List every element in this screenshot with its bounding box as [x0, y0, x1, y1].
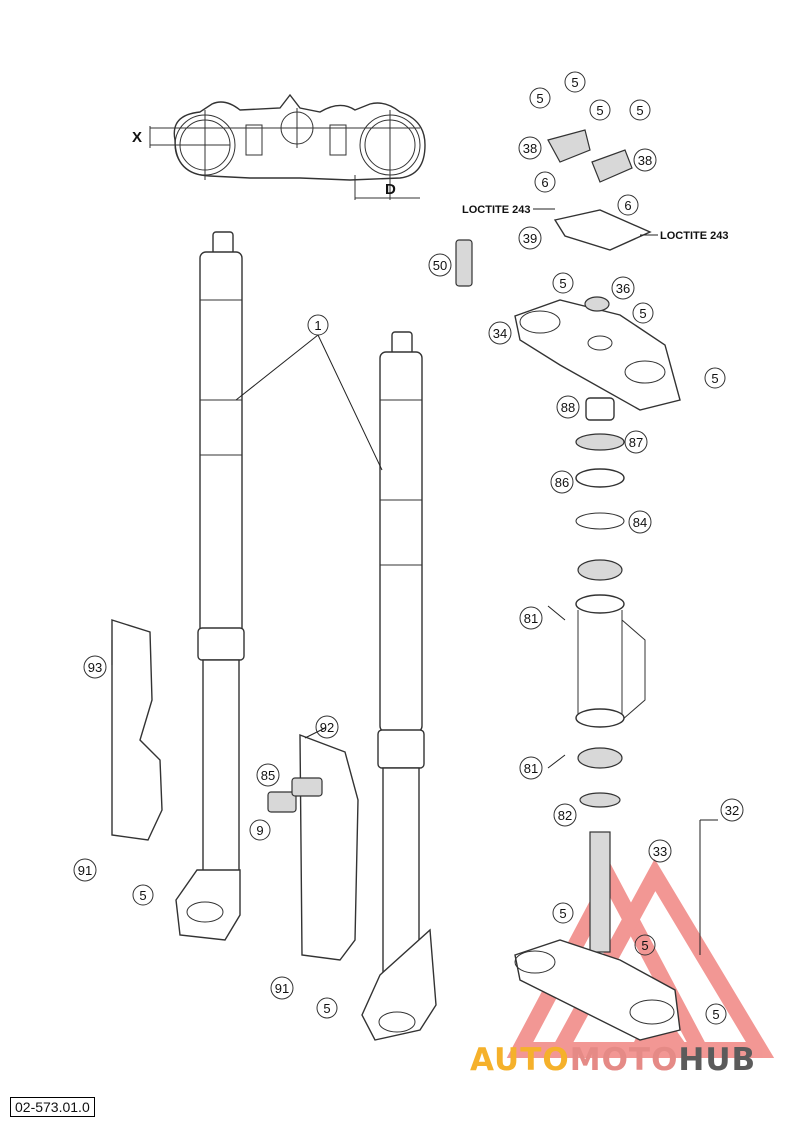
callout-5: 5	[559, 906, 566, 921]
callout-5: 5	[636, 103, 643, 118]
document-number: 02-573.01.0	[10, 1097, 95, 1117]
callout-82: 82	[558, 808, 572, 823]
bracket-85	[267, 791, 297, 813]
leader-lines	[111, 208, 718, 955]
callout-38: 38	[523, 141, 537, 156]
callout-39: 39	[523, 231, 537, 246]
callout-81: 81	[524, 611, 538, 626]
callout-91: 91	[275, 981, 289, 996]
callout-34: 34	[493, 326, 507, 341]
triple-clamp-detail	[149, 93, 426, 200]
callout-5: 5	[559, 276, 566, 291]
fork-leg-left	[175, 231, 245, 941]
callout-5: 5	[596, 103, 603, 118]
logo-part-hub: HUB	[678, 1042, 757, 1078]
steering-assembly	[455, 129, 681, 1041]
callouts: 1 5 5 5 5 5 6 6 38 38 39 50 34 36 5 5 88…	[73, 71, 744, 1025]
logo-part-moto: MOTO	[569, 1042, 679, 1078]
callout-1: 1	[314, 318, 321, 333]
callout-5: 5	[536, 91, 543, 106]
callout-5: 5	[139, 888, 146, 903]
logo-part-auto: AUTO	[470, 1042, 570, 1078]
callout-5: 5	[571, 75, 578, 90]
callout-5: 5	[639, 306, 646, 321]
callout-36: 36	[616, 281, 630, 296]
loctite-label-left: LOCTITE 243	[462, 204, 530, 216]
callout-87: 87	[629, 435, 643, 450]
callout-81: 81	[524, 761, 538, 776]
callout-50: 50	[433, 258, 447, 273]
callout-38: 38	[638, 153, 652, 168]
callout-91: 91	[78, 863, 92, 878]
callout-5: 5	[711, 371, 718, 386]
callout-6: 6	[624, 198, 631, 213]
callout-93: 93	[88, 660, 102, 675]
dimension-x-label: X	[132, 129, 142, 146]
fork-guard-92	[299, 733, 359, 961]
callout-32: 32	[725, 803, 739, 818]
fork-leg-right	[361, 331, 437, 1041]
callout-92: 92	[320, 720, 334, 735]
loctite-label-right: LOCTITE 243	[660, 230, 728, 242]
callout-5: 5	[712, 1007, 719, 1022]
callout-85: 85	[261, 768, 275, 783]
callout-5: 5	[323, 1001, 330, 1016]
watermark-logo: AUTOMOTOHUB	[470, 1042, 756, 1078]
callout-88: 88	[561, 400, 575, 415]
callout-5: 5	[641, 938, 648, 953]
dimension-d-label: D	[385, 181, 396, 198]
callout-84: 84	[633, 515, 647, 530]
fork-guard-93	[111, 619, 163, 841]
callout-86: 86	[555, 475, 569, 490]
callout-33: 33	[653, 844, 667, 859]
callout-9: 9	[256, 823, 263, 838]
callout-6: 6	[541, 175, 548, 190]
